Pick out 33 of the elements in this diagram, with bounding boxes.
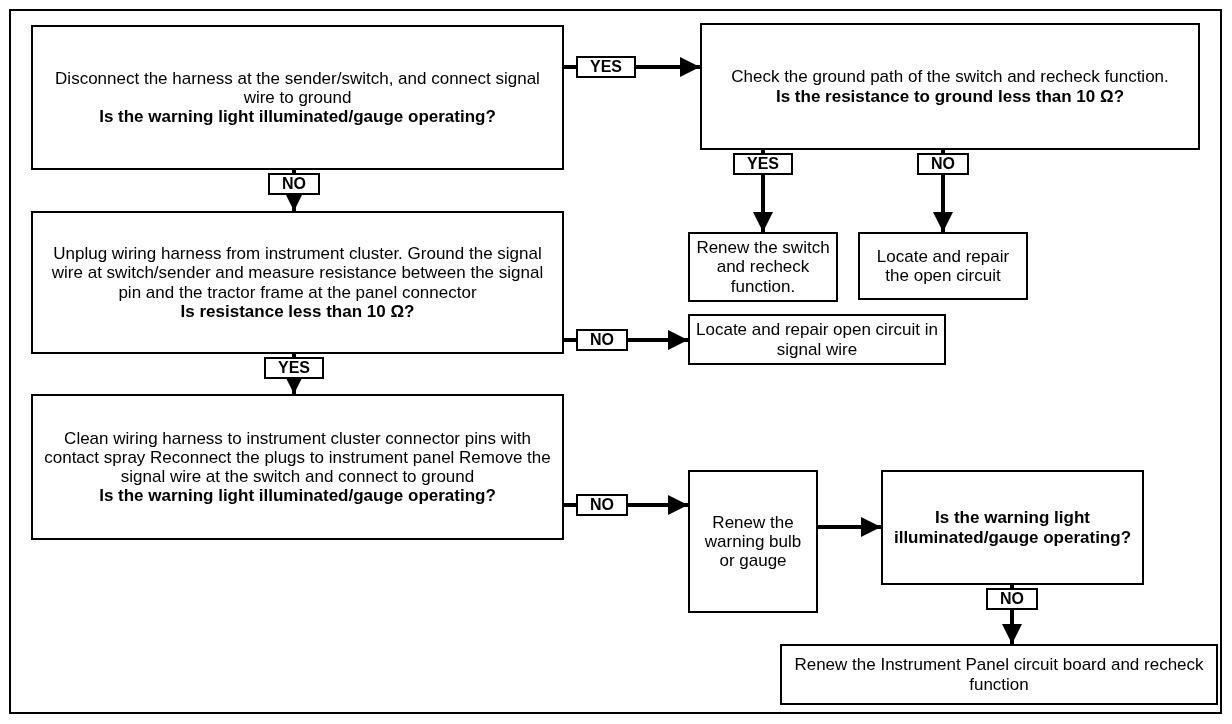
instruction-text: Renew the Instrument Panel circuit board and recheck function (793, 655, 1205, 694)
process-box (780, 644, 1218, 705)
edge-label: NO (576, 329, 628, 351)
question-text: Is the warning light illuminated/gauge operating? (892, 508, 1133, 547)
process-box (688, 314, 946, 365)
process-box (858, 232, 1028, 300)
edge-label: YES (576, 56, 636, 78)
process-box (31, 211, 564, 354)
question-text: Is the warning light illuminated/gauge operating? (99, 107, 496, 127)
instruction-text: Unplug wiring harness from instrument cluster. Ground the signal wire at switch/sender and measure resistance between the signal pin and the tractor frame at the panel connector (50, 244, 545, 302)
arrow (818, 517, 881, 537)
process-box (700, 23, 1200, 150)
process-box (688, 232, 838, 302)
process-box (688, 470, 818, 613)
instruction-text: Disconnect the harness at the sender/switch, and connect signal wire to ground (54, 68, 541, 107)
edge-label: NO (268, 173, 320, 195)
instruction-text: Locate and repair open circuit in signal wire (696, 320, 938, 359)
instruction-text: Renew the warning bulb or gauge (703, 512, 803, 571)
edge-label: NO (576, 494, 628, 516)
question-text: Is the warning light illuminated/gauge operating? (99, 486, 496, 506)
instruction-text: Check the ground path of the switch and recheck function. (731, 67, 1169, 87)
decision-box (881, 470, 1144, 585)
process-box (31, 25, 564, 170)
process-box (31, 394, 564, 540)
instruction-text: Clean wiring harness to instrument cluster connector pins with contact spray Reconnect the plugs to instrument panel Remove the signal wire at the switch and connect to ground (43, 428, 552, 487)
question-text: Is the resistance to ground less than 10 Ω? (775, 86, 1125, 106)
question-text: Is resistance less than 10 Ω? (180, 301, 415, 321)
instruction-text: Locate and repair the open circuit (875, 246, 1011, 286)
edge-label: YES (264, 357, 324, 379)
instruction-text: Renew the switch and recheck function. (696, 238, 830, 296)
edge-label: NO (917, 153, 969, 175)
edge-label: NO (986, 588, 1038, 610)
edge-label: YES (733, 153, 793, 175)
